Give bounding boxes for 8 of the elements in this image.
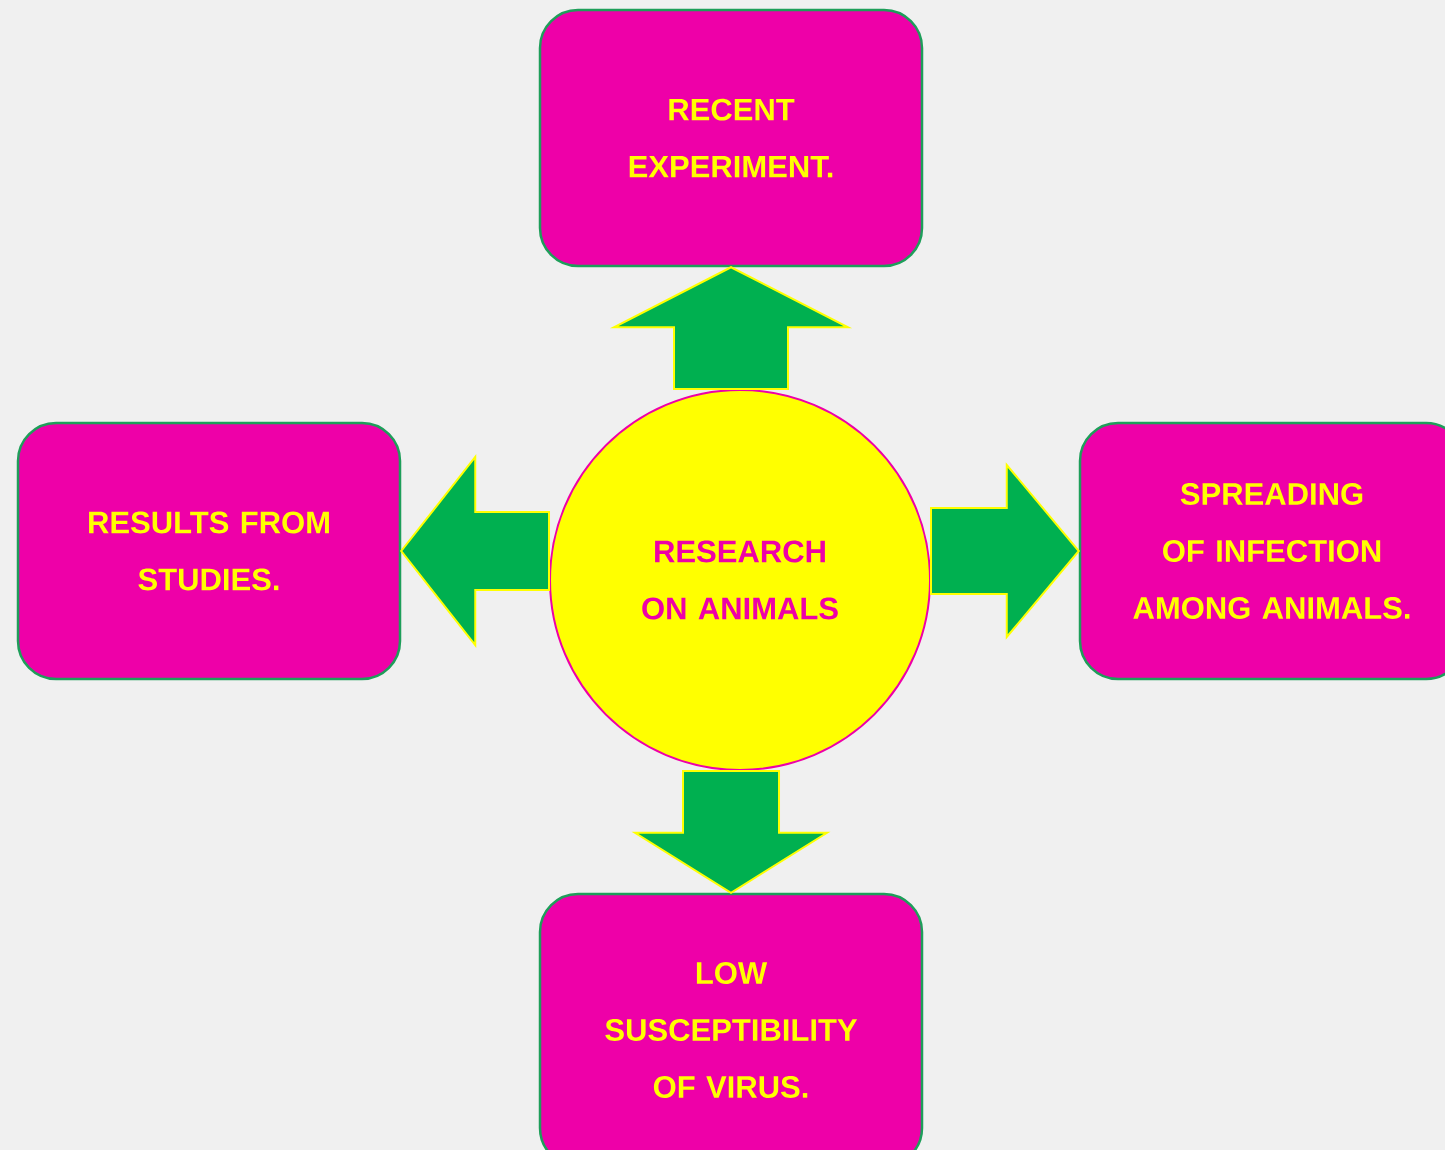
block-arrow — [400, 454, 550, 648]
block-arrow — [609, 266, 853, 390]
topic-box: RESULTS FROM STUDIES. — [16, 421, 402, 681]
block-arrow — [930, 462, 1081, 640]
block-arrow — [631, 770, 831, 894]
topic-box: LOW SUSCEPTIBILITY OF VIRUS. — [538, 892, 924, 1150]
topic-box: RECENT EXPERIMENT. — [538, 8, 924, 268]
topic-box: SPREADING OF INFECTION AMONG ANIMALS. — [1078, 421, 1445, 681]
